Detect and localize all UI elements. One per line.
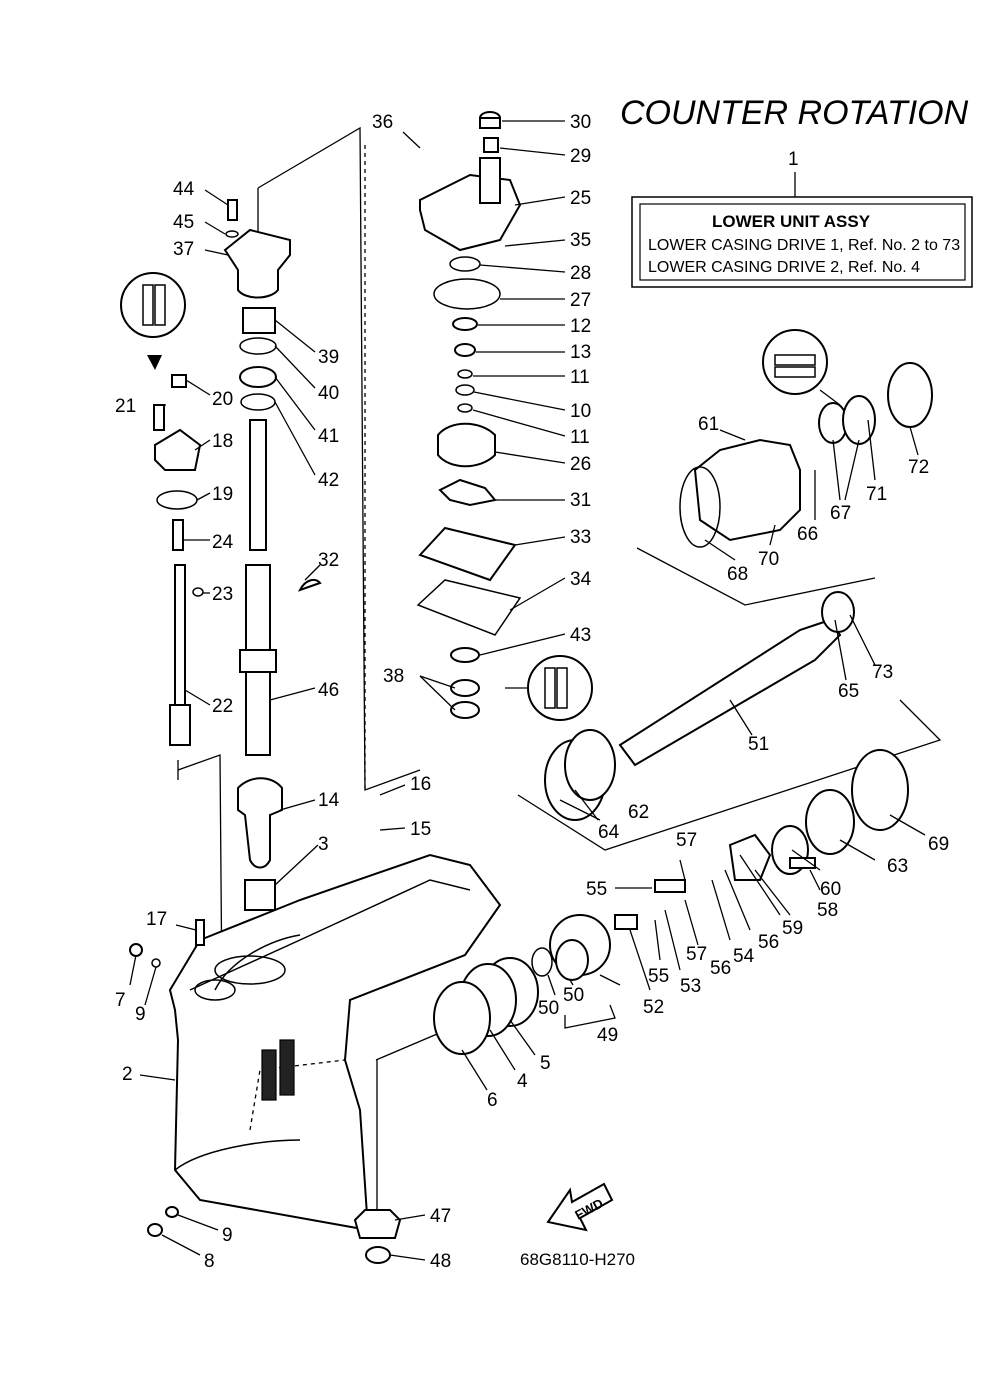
callout-label: 59 [782,918,803,939]
callout-label: 37 [173,239,194,260]
callout-label: 28 [570,263,591,284]
callout-label: 61 [698,414,719,435]
shift-rod-parts [153,374,204,746]
callout-label: 38 [383,666,404,687]
callout-label: 36 [372,112,393,133]
callout-label: 50 [563,985,584,1006]
callout-label: 40 [318,383,339,404]
callout-label: 47 [430,1206,451,1227]
callout-label: 57 [676,830,697,851]
callout-label: 14 [318,790,340,811]
diagram-title: COUNTER ROTATION [620,94,969,132]
callout-label: 52 [643,997,664,1018]
callout-label: 21 [115,396,136,417]
callout-label: 25 [570,188,591,209]
callout-label: 30 [570,112,591,133]
callout-label: 72 [908,457,929,478]
assy-info-box: 1 LOWER UNIT ASSY LOWER CASING DRIVE 1, … [631,149,973,288]
callout-label: 39 [318,347,339,368]
callout-label: 68 [727,564,748,585]
callout-label: 13 [570,342,591,363]
propeller-shaft-parts [433,362,933,1055]
callout-label: 56 [758,932,779,953]
callout-label: 55 [648,966,669,987]
callout-label: 43 [570,625,591,646]
callout-label: 35 [570,230,591,251]
callout-label: 63 [887,856,908,877]
callout-label: 34 [570,569,592,590]
callout-label: 67 [830,503,851,524]
callout-label: 7 [115,990,126,1011]
callout-label: 17 [146,909,167,930]
callout-label: 29 [570,146,591,167]
callout-label: 11 [570,367,590,388]
guide-lines [177,126,942,1210]
callout-label: 64 [598,822,620,843]
callout-label: 24 [212,532,234,553]
callout-label: 10 [570,401,591,422]
callout-label: 53 [680,976,701,997]
callout-label: 51 [748,734,769,755]
callout-label: 45 [173,212,194,233]
callout-label: 32 [318,550,339,571]
callout-label: 65 [838,681,859,702]
callout-label: 6 [487,1090,498,1111]
callout-label: 44 [173,179,195,200]
assy-line-1: LOWER CASING DRIVE 1, Ref. No. 2 to 73 [648,237,960,254]
callout-label: 62 [628,802,649,823]
diagram-code: 68G8110-H270 [520,1250,635,1269]
callout-label: 57 [686,944,707,965]
callout-label: 54 [733,946,755,967]
callout-label: 56 [710,958,731,979]
callout-label: 58 [817,900,838,921]
bottom-hardware [129,919,402,1264]
seal-applicator-icon [120,272,186,370]
callout-label: 12 [570,316,591,337]
assy-ref-number: 1 [788,149,799,170]
callout-label: 15 [410,819,431,840]
callout-label: 5 [540,1053,551,1074]
assy-heading: LOWER UNIT ASSY [712,212,871,231]
callout-label: 8 [204,1251,215,1272]
callout-label: 27 [570,290,591,311]
callout-label: 26 [570,454,591,475]
callout-label: 22 [212,696,233,717]
callout-numbers: 30 29 36 25 35 28 27 12 13 11 10 11 26 3… [115,112,949,1272]
seal-applicator-icon [762,329,841,406]
callout-label: 69 [928,834,949,855]
callout-label: 55 [586,879,607,900]
callout-label: 49 [597,1025,618,1046]
callout-label: 20 [212,389,233,410]
callout-label: 9 [135,1004,146,1025]
callout-label: 3 [318,834,329,855]
seal-applicator-icon [505,655,593,721]
callout-label: 48 [430,1251,451,1272]
water-pump-parts [416,111,522,719]
callout-label: 50 [538,998,559,1019]
callout-label: 42 [318,470,339,491]
callout-label: 41 [318,426,339,447]
callout-label: 70 [758,549,779,570]
callout-leaders [129,120,926,1261]
callout-label: 23 [212,584,233,605]
callout-label: 73 [872,662,893,683]
callout-label: 19 [212,484,233,505]
callout-label: 31 [570,490,591,511]
callout-label: 60 [820,879,841,900]
lower-casing [168,853,502,1232]
callout-label: 18 [212,431,233,452]
callout-label: 66 [797,524,818,545]
callout-label: 33 [570,527,591,548]
callout-label: 11 [570,427,590,448]
fwd-arrow-icon: FWD [546,1182,614,1232]
callout-label: 71 [866,484,887,505]
callout-label: 46 [318,680,339,701]
assy-line-2: LOWER CASING DRIVE 2, Ref. No. 4 [648,259,920,276]
callout-label: 4 [517,1071,528,1092]
drive-shaft-parts [223,199,322,911]
callout-label: 16 [410,774,431,795]
callout-label: 2 [122,1064,133,1085]
callout-label: 9 [222,1225,233,1246]
